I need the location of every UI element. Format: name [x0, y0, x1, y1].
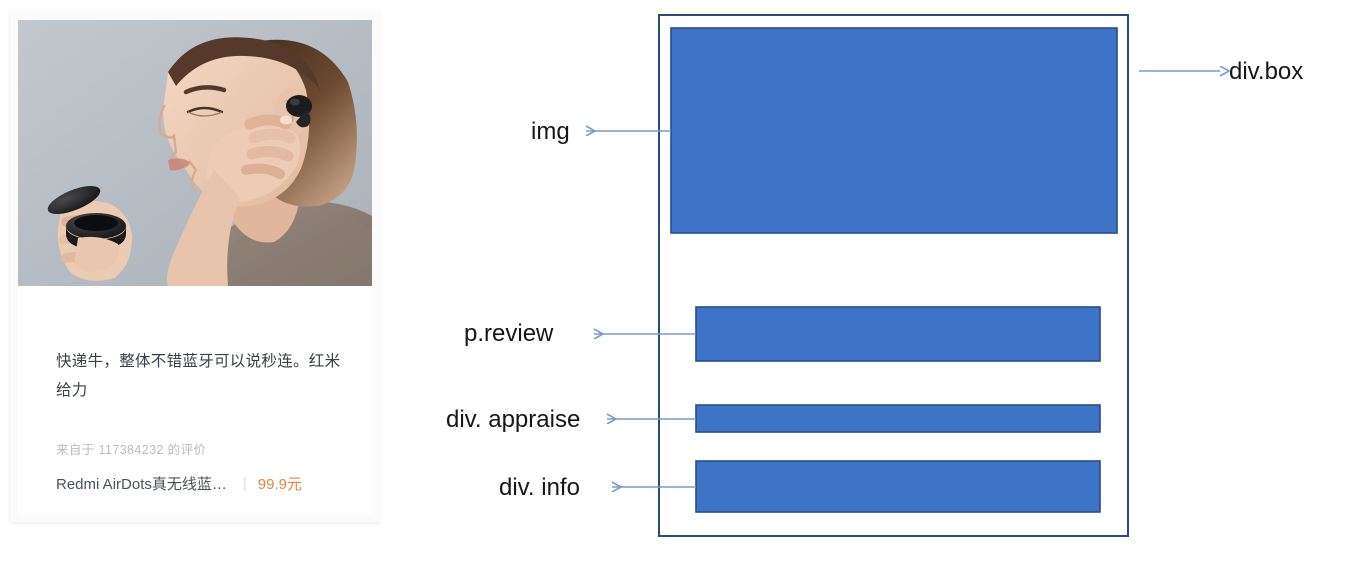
review-card[interactable]: 快递牛，整体不错蓝牙可以说秒连。红米给力 来自于 117384232 的评价 R…	[10, 12, 380, 522]
card-body: 快递牛，整体不错蓝牙可以说秒连。红米给力 来自于 117384232 的评价 R…	[18, 286, 372, 514]
product-photo-image	[18, 20, 372, 286]
label-p-review: p.review	[464, 320, 554, 347]
product-title: Redmi AirDots真无线蓝…	[56, 476, 227, 493]
label-div-box: div.box	[1229, 58, 1304, 85]
product-info-row[interactable]: Redmi AirDots真无线蓝… | 99.9元	[56, 473, 356, 494]
label-div-info: div. info	[499, 474, 580, 501]
appraise-block	[695, 404, 1101, 433]
review-block	[695, 306, 1101, 362]
review-text: 快递牛，整体不错蓝牙可以说秒连。红米给力	[56, 352, 341, 399]
info-divider: |	[242, 475, 247, 492]
appraise-source: 来自于 117384232 的评价	[56, 443, 207, 457]
product-photo	[18, 20, 372, 286]
info-block	[695, 460, 1101, 513]
product-price: 99.9元	[257, 476, 302, 493]
label-div-appraise: div. appraise	[446, 406, 581, 433]
img-block	[670, 27, 1118, 234]
outer-box-rect	[658, 14, 1129, 537]
label-img: img	[531, 118, 570, 145]
